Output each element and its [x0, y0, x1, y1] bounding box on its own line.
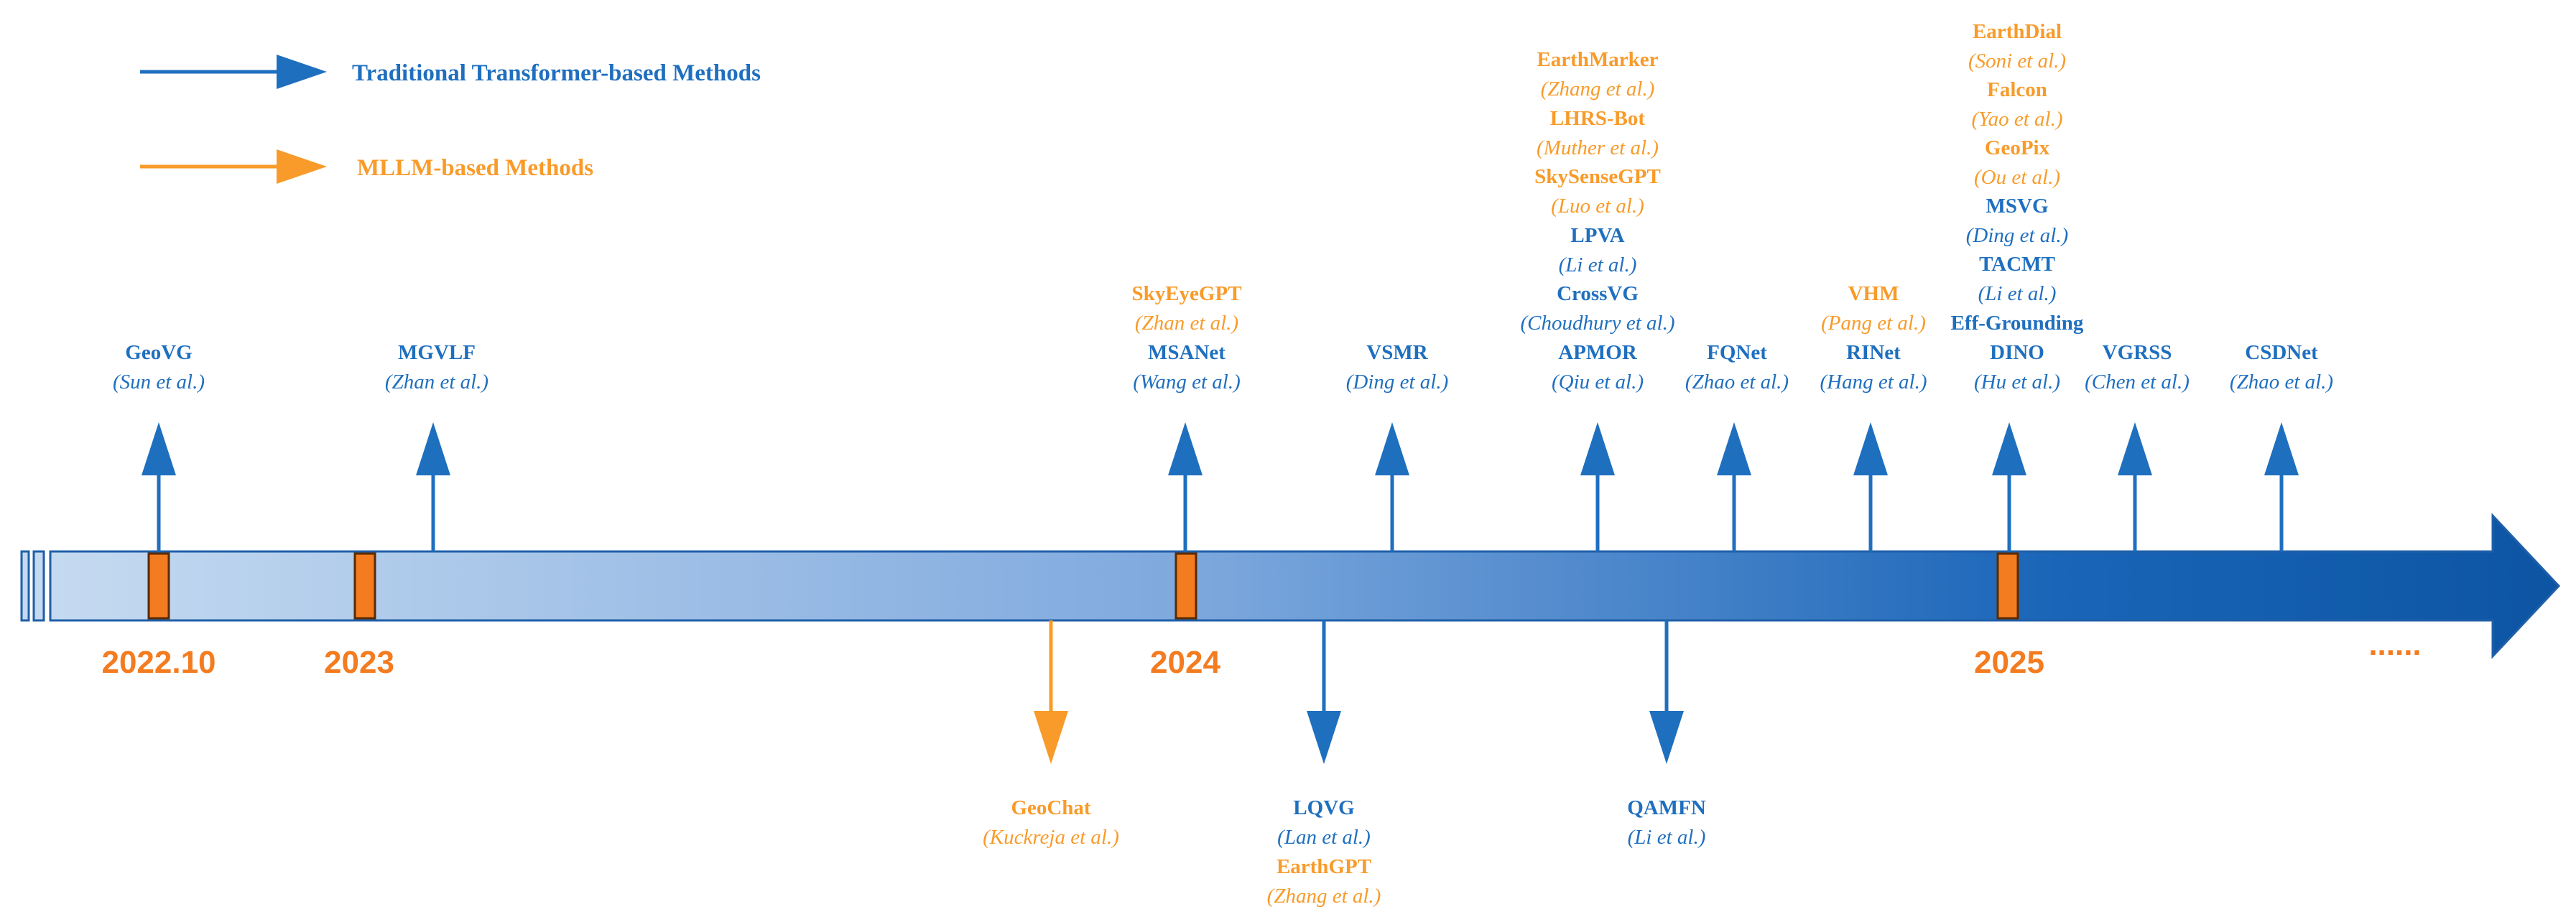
method-author: (Muther et al.) [1537, 136, 1659, 159]
legend-traditional-label: Traditional Transformer-based Methods [352, 60, 761, 86]
method-author: (Zhan et al.) [1135, 312, 1238, 335]
timeline-bar-stub-1 [20, 550, 30, 622]
method-author: (Zhang et al.) [1267, 885, 1381, 908]
method-author: (Pang et al.) [1821, 312, 1926, 335]
year-label-2025: 2025 [1974, 645, 2044, 680]
method-author: (Choudhury et al.) [1520, 312, 1674, 335]
year-label-2023: 2023 [324, 645, 394, 680]
year-label-2024: 2024 [1150, 645, 1220, 680]
method-name: Eff-Grounding [1951, 312, 2084, 335]
legend-traditional-arrow-head [277, 55, 327, 89]
method-name: EarthMarker [1537, 48, 1658, 71]
year-marker-2023 [353, 552, 376, 620]
method-author: (Ding et al.) [1346, 371, 1449, 394]
up-arrow-rinet [1853, 422, 1888, 551]
timeline-bar-body [49, 513, 2561, 659]
up-arrow-fqnet [1717, 422, 1751, 551]
method-name: Falcon [1987, 78, 2047, 101]
legend: Traditional Transformer-based Methods ML… [140, 55, 761, 184]
method-name: CrossVG [1557, 282, 1639, 305]
method-name: VSMR [1366, 341, 1428, 364]
labels-below: GeoChat (Kuckreja et al.) LQVG (Lan et a… [983, 796, 1706, 908]
down-arrow-qamfn [1649, 620, 1684, 764]
method-author: (Qiu et al.) [1552, 371, 1644, 394]
method-name: TACMT [1979, 253, 2055, 276]
method-name: DINO [1990, 341, 2044, 364]
method-author: (Li et al.) [1559, 253, 1637, 276]
method-name: APMOR [1558, 341, 1638, 364]
year-marker-2025 [1996, 552, 2019, 620]
method-author: (Lan et al.) [1277, 826, 1371, 849]
year-label-2022-10: 2022.10 [101, 645, 216, 680]
down-arrow-lqvg [1307, 620, 1341, 764]
method-author: (Hang et al.) [1820, 371, 1927, 394]
up-arrow-dino [1992, 422, 2026, 551]
method-name: GeoPix [1985, 136, 2050, 159]
legend-mllm-label: MLLM-based Methods [357, 155, 593, 181]
method-name: CSDNet [2245, 341, 2318, 364]
method-author: (Ding et al.) [1966, 224, 2069, 247]
legend-mllm-arrow-head [277, 149, 327, 184]
method-name: MSVG [1986, 195, 2049, 218]
method-author: (Soni et al.) [1968, 50, 2066, 73]
method-author: (Hu et al.) [1974, 371, 2060, 394]
method-name: EarthGPT [1277, 855, 1371, 878]
year-markers [147, 552, 2019, 620]
method-name: RINet [1846, 341, 1901, 364]
method-author: (Luo et al.) [1551, 195, 1644, 218]
method-name: LPVA [1570, 224, 1624, 247]
method-name: VGRSS [2103, 341, 2172, 364]
method-author: (Wang et al.) [1133, 371, 1241, 394]
up-arrow-msanet [1168, 422, 1203, 551]
up-arrow-geovg [142, 422, 176, 551]
method-author: (Zhao et al.) [1685, 371, 1789, 394]
up-arrow-apmor [1580, 422, 1615, 551]
year-marker-2024 [1175, 552, 1197, 620]
method-author: (Zhao et al.) [2230, 371, 2333, 394]
down-arrow-geochat [1034, 620, 1068, 764]
method-name: LHRS-Bot [1550, 107, 1645, 130]
method-author: (Sun et al.) [113, 371, 205, 394]
year-marker-2022-10 [147, 552, 170, 620]
method-name: SkySenseGPT [1534, 165, 1661, 188]
method-name: LQVG [1293, 796, 1354, 819]
continuation-ellipsis: ...... [2368, 627, 2421, 662]
timeline-bar-stub-2 [32, 550, 45, 622]
method-author: (Kuckreja et al.) [983, 826, 1119, 849]
method-name: QAMFN [1627, 796, 1706, 819]
legend-traditional: Traditional Transformer-based Methods [140, 55, 761, 89]
method-name: VHM [1848, 282, 1899, 305]
method-author: (Zhan et al.) [385, 371, 488, 394]
method-author: (Li et al.) [1978, 282, 2057, 305]
up-arrow-csdnet [2264, 422, 2299, 551]
method-name: SkyEyeGPT [1131, 282, 1241, 305]
method-name: MSANet [1148, 341, 1226, 364]
method-name: FQNet [1707, 341, 1767, 364]
method-author: (Ou et al.) [1974, 166, 2060, 189]
up-arrow-mgvlf [416, 422, 450, 551]
method-name: GeoVG [125, 341, 192, 364]
down-arrows [1034, 620, 1684, 764]
method-name: EarthDial [1973, 20, 2062, 43]
year-labels: 2022.10 2023 2024 2025 ...... [101, 627, 2421, 680]
up-arrows [142, 422, 2299, 551]
timeline-bar [20, 513, 2561, 659]
method-author: (Zhang et al.) [1541, 78, 1655, 101]
method-author: (Yao et al.) [1971, 108, 2062, 131]
labels-above: GeoVG (Sun et al.) MGVLF (Zhan et al.) S… [113, 20, 2333, 394]
method-name: MGVLF [398, 341, 476, 364]
legend-mllm: MLLM-based Methods [140, 149, 593, 184]
up-arrow-vgrss [2118, 422, 2152, 551]
method-author: (Chen et al.) [2085, 371, 2190, 394]
up-arrow-vsmr [1375, 422, 1409, 551]
method-name: GeoChat [1011, 796, 1091, 819]
method-author: (Li et al.) [1628, 826, 1706, 849]
